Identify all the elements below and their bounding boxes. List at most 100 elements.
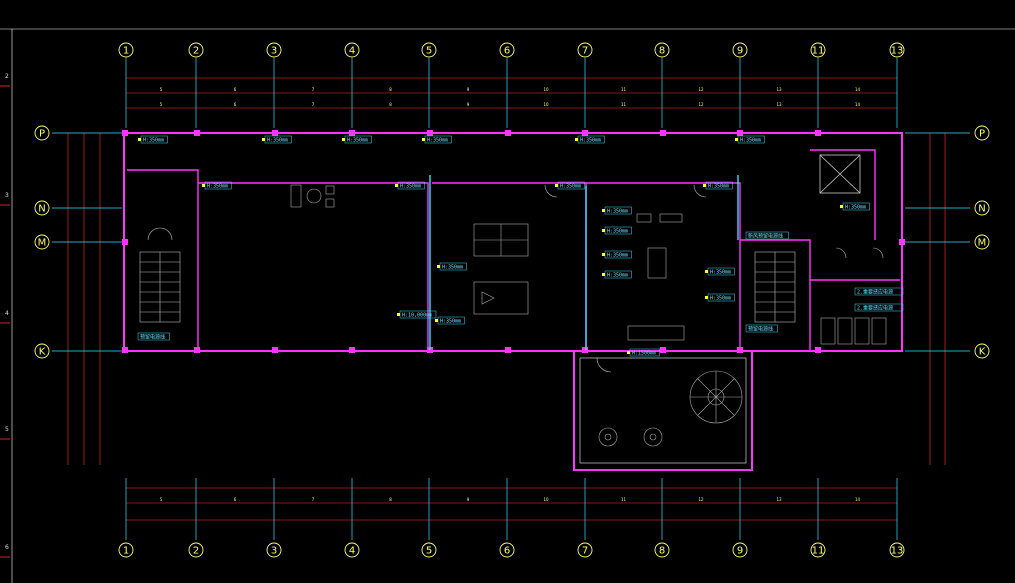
height-tag[interactable]: H:350mm <box>422 135 452 144</box>
axis-label: 4 <box>349 46 355 57</box>
height-tag-label: H:350mm <box>347 138 368 144</box>
axis-bubble-left-N[interactable]: N <box>34 200 50 216</box>
axis-label: 13 <box>891 46 904 57</box>
dimension-mark: 9 <box>467 87 470 92</box>
height-tag[interactable]: H:350mm <box>202 181 232 190</box>
axis-bubble-top-6[interactable]: 6 <box>499 42 515 58</box>
axis-bubble-top-8[interactable]: 8 <box>654 42 670 58</box>
axis-bubble-top-2[interactable]: 2 <box>188 42 204 58</box>
interior-walls <box>127 149 900 350</box>
elevator-shaft[interactable] <box>819 154 861 194</box>
axis-bubble-bottom-7[interactable]: 7 <box>577 542 593 558</box>
equipment-note[interactable]: 新风预留电源线 <box>745 231 789 240</box>
doors <box>147 184 884 373</box>
axis-label: 7 <box>582 46 588 57</box>
equipment-note[interactable]: 2.重要感应电源 <box>854 303 904 312</box>
axis-bubble-circle <box>34 343 50 359</box>
height-tag[interactable]: H:350mm <box>840 202 870 211</box>
equipment-note[interactable]: 预留电源线 <box>745 324 778 333</box>
equipment-note[interactable]: 2.重要感应电源 <box>854 287 904 296</box>
dimension-mark: 12 <box>698 87 704 92</box>
height-tag[interactable]: H:350mm <box>705 293 735 302</box>
outlet-icon <box>703 184 706 187</box>
dimension-mark: 5 <box>160 102 163 107</box>
height-tag[interactable]: H:350mm <box>395 181 425 190</box>
axis-label: 3 <box>271 46 277 57</box>
axis-bubble-left-P[interactable]: P <box>34 125 50 141</box>
drawing-frame <box>0 28 1015 583</box>
height-tag[interactable]: H:350mm <box>575 135 605 144</box>
outlet-icon <box>705 296 708 299</box>
axis-bubble-bottom-6[interactable]: 6 <box>499 542 515 558</box>
ruler-label: 6 <box>5 544 9 551</box>
axis-bubble-top-3[interactable]: 3 <box>266 42 282 58</box>
height-tag[interactable]: H:350mm <box>555 181 585 190</box>
stair-left[interactable] <box>139 251 181 323</box>
axis-bubble-left-M[interactable]: M <box>34 234 50 250</box>
axis-bubble-bottom-8[interactable]: 8 <box>654 542 670 558</box>
axis-bubble-top-9[interactable]: 9 <box>732 42 748 58</box>
axis-bubble-right-M[interactable]: M <box>974 234 990 250</box>
height-tag[interactable]: H:350mm <box>435 316 465 325</box>
axis-bubble-bottom-1[interactable]: 1 <box>118 542 134 558</box>
height-tag[interactable]: H:350mm <box>705 267 735 276</box>
axis-label: 2 <box>193 46 199 57</box>
axis-bubble-circle <box>577 42 593 58</box>
dimension-mark: 12 <box>698 497 704 502</box>
equipment-note[interactable]: 预留电源线 <box>137 332 170 341</box>
height-tag[interactable]: H:350mm <box>342 135 372 144</box>
stair-right[interactable] <box>754 251 796 323</box>
height-tag-label: H:350mm <box>267 138 288 144</box>
axis-bubble-bottom-5[interactable]: 5 <box>421 542 437 558</box>
height-tag[interactable]: H:350mm <box>602 270 632 279</box>
axis-bubble-top-1[interactable]: 1 <box>118 42 134 58</box>
height-tag[interactable]: H:350mm <box>602 206 632 215</box>
axis-bubble-bottom-9[interactable]: 9 <box>732 542 748 558</box>
dimension-mark: 7 <box>312 102 315 107</box>
axis-label: N <box>978 204 985 215</box>
height-tag[interactable]: H:350mm <box>735 135 765 144</box>
height-tag[interactable]: H:350mm <box>437 262 467 271</box>
equipment-note-label: 预留电源线 <box>748 326 773 333</box>
equipment-note-box <box>745 231 789 240</box>
height-tag[interactable]: H:350mm <box>602 226 632 235</box>
axis-bubble-circle <box>654 542 670 558</box>
axis-bubble-circle <box>577 542 593 558</box>
dimension-mark: 11 <box>621 102 627 107</box>
dimension-mark: 9 <box>467 497 470 502</box>
axis-bubble-circle <box>889 542 905 558</box>
axis-bubble-bottom-11[interactable]: 11 <box>810 542 826 558</box>
height-tag[interactable]: H:350mm <box>262 135 292 144</box>
height-tag[interactable]: H:10,000mm <box>397 310 437 319</box>
height-tag[interactable]: H:350mm <box>602 250 632 259</box>
axis-bubble-bottom-3[interactable]: 3 <box>266 542 282 558</box>
axis-bubble-left-K[interactable]: K <box>34 343 50 359</box>
axis-bubble-circle <box>34 234 50 250</box>
axis-label: 7 <box>582 546 588 557</box>
height-tag-label: H:350mm <box>440 319 461 325</box>
height-tag[interactable]: H:350mm <box>138 135 168 144</box>
axis-label: 1 <box>123 546 129 557</box>
axis-bubble-right-N[interactable]: N <box>974 200 990 216</box>
axis-bubble-top-5[interactable]: 5 <box>421 42 437 58</box>
outlet-icon <box>342 138 345 141</box>
height-tag[interactable]: H:1500mm <box>627 348 660 357</box>
axis-bubble-bottom-2[interactable]: 2 <box>188 542 204 558</box>
axis-label: K <box>39 347 46 358</box>
axis-bubble-top-4[interactable]: 4 <box>344 42 360 58</box>
axis-bubble-top-11[interactable]: 11 <box>810 42 826 58</box>
axis-bubble-circle <box>34 125 50 141</box>
axis-bubble-bottom-13[interactable]: 13 <box>889 542 905 558</box>
axis-bubble-right-K[interactable]: K <box>974 343 990 359</box>
axis-bubble-top-13[interactable]: 13 <box>889 42 905 58</box>
outlet-icon <box>602 253 605 256</box>
axis-bubble-top-7[interactable]: 7 <box>577 42 593 58</box>
axis-bubble-right-P[interactable]: P <box>974 125 990 141</box>
dimension-mark: 14 <box>855 497 861 502</box>
height-tag[interactable]: H:350mm <box>703 181 733 190</box>
axis-bubble-bottom-4[interactable]: 4 <box>344 542 360 558</box>
